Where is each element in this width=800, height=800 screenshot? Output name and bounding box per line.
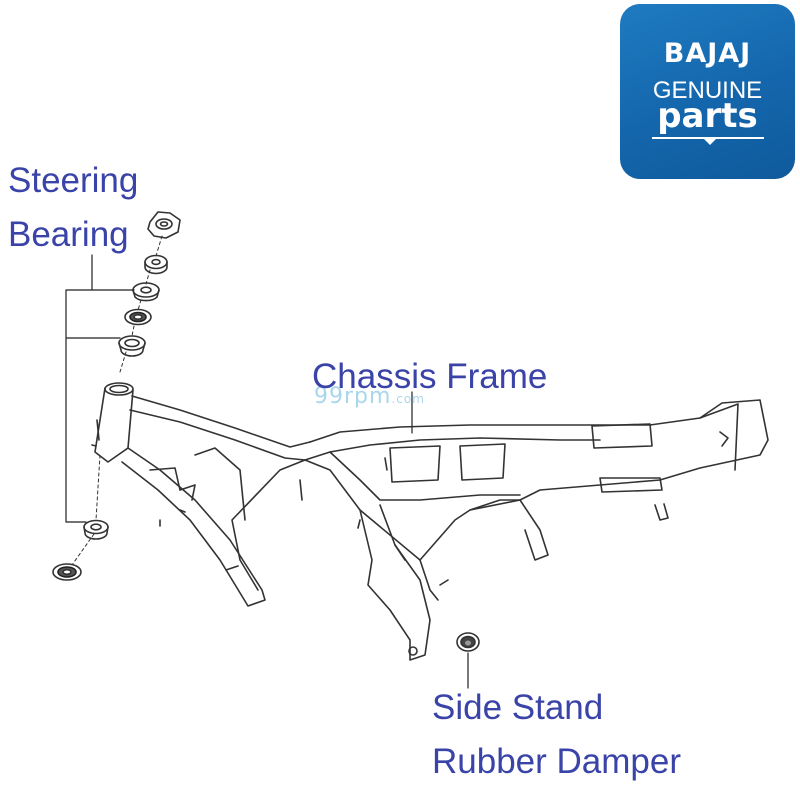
logo-genuine: GENUINE: [652, 77, 763, 104]
steering-washer-top: [144, 254, 168, 275]
damper-label-line1: Side Stand: [432, 688, 604, 727]
bajaj-genuine-parts-logo: BAJAJ GENUINE parts: [620, 4, 795, 179]
steering-cup-lower: [83, 519, 109, 540]
steering-nut: [147, 211, 181, 239]
watermark: 99rpm.com: [314, 384, 425, 409]
logo-arrow-icon: [703, 138, 717, 145]
logo-brand: BAJAJ: [663, 38, 752, 69]
watermark-suffix: .com: [391, 392, 425, 406]
chassis-frame-label: Chassis Frame: [312, 357, 548, 396]
side-stand-damper-label: Side Stand Rubber Damper: [432, 681, 681, 789]
steering-cone-upper: [132, 282, 160, 302]
steering-label-line2: Bearing: [8, 215, 129, 254]
steering-ball-race-lower: [52, 563, 82, 581]
chassis-frame: [91, 382, 769, 661]
steering-label-line1: Steering: [8, 161, 139, 200]
watermark-main: 99rpm: [314, 384, 392, 409]
steering-leader-bracket: [65, 254, 135, 523]
steering-cup-upper: [118, 335, 146, 357]
logo-parts: parts: [657, 96, 758, 136]
damper-label-line2: Rubber Damper: [432, 742, 681, 781]
steering-bearing-label: Steering Bearing: [8, 154, 138, 262]
assembly-axis: [71, 235, 163, 566]
steering-ball-race-upper: [124, 308, 152, 326]
side-stand-rubber-damper: [456, 632, 480, 652]
